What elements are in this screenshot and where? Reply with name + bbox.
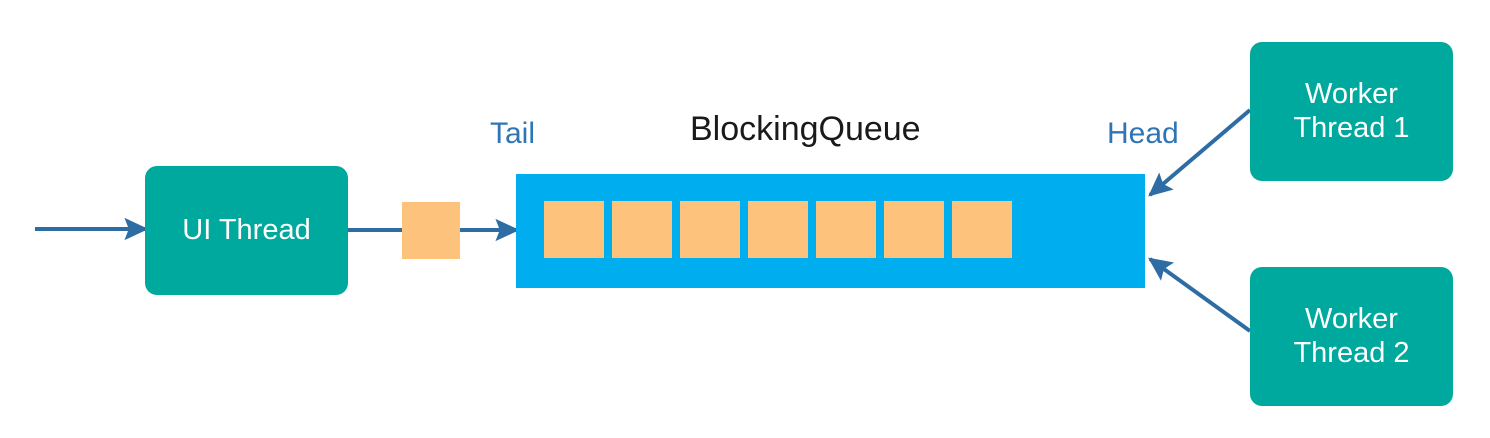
head-label: Head [1107,117,1179,150]
queue-item [748,201,808,258]
queue-item [816,201,876,258]
ui-thread-node[interactable]: UI Thread [145,166,348,295]
tail-label: Tail [490,117,536,150]
queue-item [680,201,740,258]
pending-queue-item [402,202,460,259]
worker-thread-1-node[interactable]: Worker Thread 1 [1250,42,1453,181]
queue-item [544,201,604,258]
queue-item [612,201,672,258]
worker-thread-2-node[interactable]: Worker Thread 2 [1250,267,1453,406]
arrow-worker-2-to-queue-head [1148,257,1252,333]
queue-item [952,201,1012,258]
queue-item [884,201,944,258]
queue-title: BlockingQueue [690,110,921,148]
arrow-worker-1-to-queue-head [1148,108,1252,197]
